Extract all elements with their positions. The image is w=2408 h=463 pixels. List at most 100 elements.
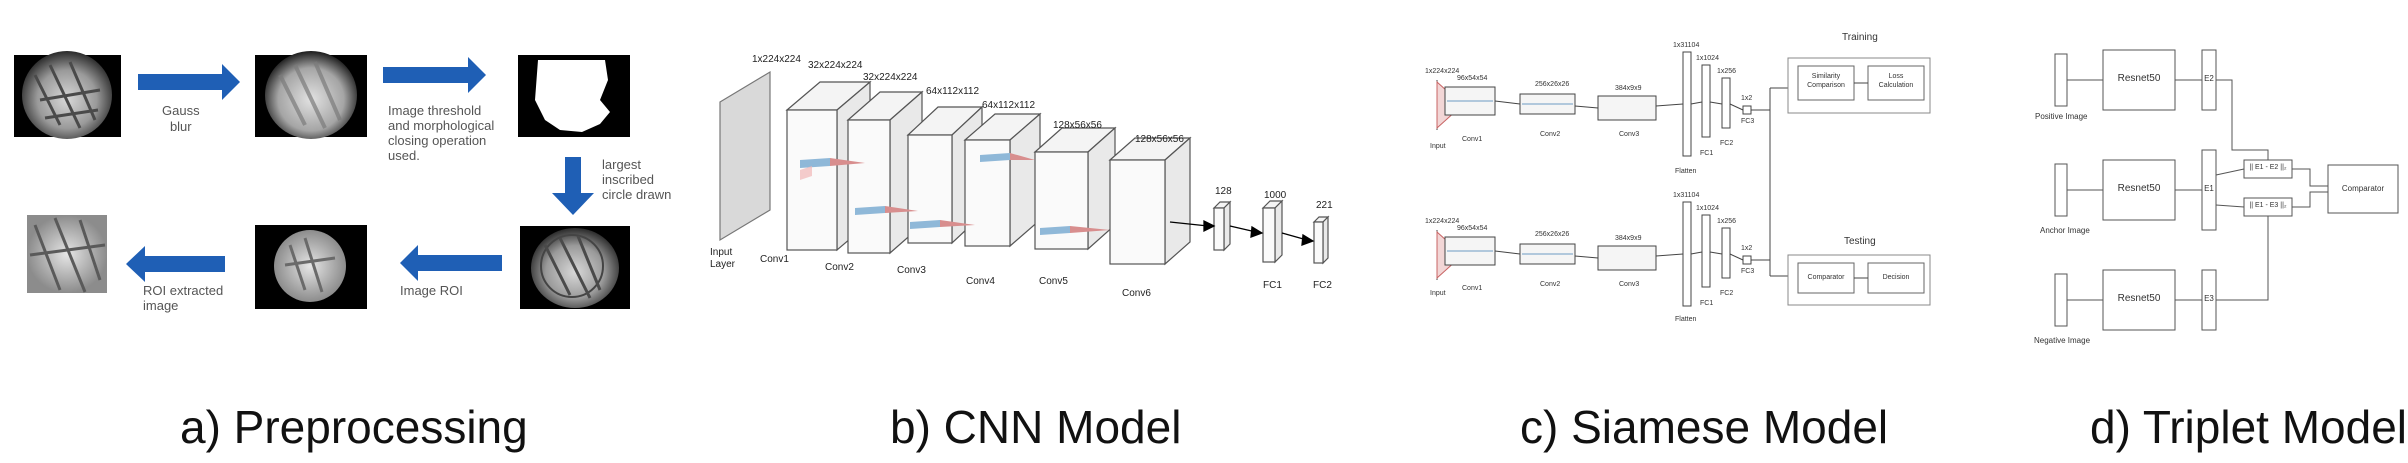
resnet-anchor: Resnet50 (2117, 183, 2161, 194)
e1-label: E1 (2204, 184, 2214, 193)
top-conv2-size: 256x26x26 (1535, 81, 1570, 88)
dist12-label: || E1 - E2 ||₂ (2249, 164, 2287, 171)
gauss-blur-label: Gauss blur (162, 103, 200, 134)
blurred-palm-image (255, 51, 367, 139)
size-conv1: 32x224x224 (808, 60, 863, 71)
bottom-fc3-size: 1x2 (1741, 245, 1753, 252)
conv4-box (963, 112, 1042, 248)
circle-drawn-label: largest inscribed circle drawn (602, 157, 672, 202)
roi-extracted-label: ROI extracted image (143, 283, 224, 313)
triplet-wires (2215, 79, 2328, 301)
bottom-flatten-size: 1x31104 (1673, 192, 1700, 199)
size-input: 1x224x224 (752, 54, 801, 65)
e3-label: E3 (2204, 294, 2214, 303)
cnn-graphics (719, 70, 1330, 266)
caption-triplet-model: d) Triplet Model (2090, 401, 2408, 453)
original-palm-image (14, 51, 121, 139)
top-conv3: Conv3 (1619, 131, 1640, 138)
triplet-model-panel: Positive Image Anchor Image Negative Ima… (2010, 0, 2408, 463)
top-fc3: FC3 (1741, 118, 1755, 125)
siamese-graphics (1436, 51, 1931, 307)
bottom-conv2: Conv2 (1540, 281, 1561, 288)
dist13-label: || E1 - E3 ||₂ (2249, 202, 2287, 209)
top-conv1-size: 96x54x54 (1457, 75, 1488, 82)
threshold-arrow (383, 57, 486, 93)
extracted-roi-image (27, 215, 107, 293)
bottom-input-size: 1x224x224 (1425, 218, 1460, 225)
similarity-comparison-label: Similarity Comparison (1807, 73, 1845, 89)
top-fc1-size: 1x1024 (1696, 55, 1719, 62)
top-input-size: 1x224x224 (1425, 68, 1460, 75)
training-box (1787, 57, 1931, 114)
positive-image-label: Positive Image (2035, 112, 2088, 121)
siamese-top-branch (1436, 51, 1752, 157)
resnet-positive: Resnet50 (2117, 73, 2161, 84)
anchor-image-label: Anchor Image (2040, 226, 2090, 235)
top-conv3-size: 384x9x9 (1615, 85, 1642, 92)
triplet-anchor-branch (2054, 149, 2217, 231)
image-roi-arrow (400, 245, 502, 281)
roi-circle-image (255, 225, 367, 309)
fc1-box (1261, 199, 1284, 264)
top-flatten-size: 1x31104 (1673, 42, 1700, 49)
e2-label: E2 (2204, 74, 2214, 83)
caption-preprocessing: a) Preprocessing (180, 401, 528, 453)
top-conv1: Conv1 (1462, 136, 1483, 143)
bottom-fc3: FC3 (1741, 268, 1755, 275)
bottom-input: Input (1430, 290, 1446, 297)
bottom-conv1: Conv1 (1462, 285, 1483, 292)
label-conv6: Conv6 (1122, 288, 1151, 299)
roi-extracted-arrow (126, 246, 225, 282)
circle-drawn-image (520, 226, 630, 309)
preprocessing-panel: Gauss blur Image threshold and morpholog… (0, 0, 690, 463)
binary-mask-image (518, 55, 630, 137)
training-title: Training (1842, 32, 1878, 43)
negative-image-label: Negative Image (2034, 336, 2091, 345)
bottom-fc1-size: 1x1024 (1696, 205, 1719, 212)
input-layer-plane (719, 70, 771, 242)
preprocessing-graphics (14, 51, 630, 309)
label-conv2: Conv2 (825, 262, 854, 273)
size-fc1: 1000 (1264, 190, 1287, 201)
label-conv4: Conv4 (966, 276, 995, 287)
top-fc2-size: 1x256 (1717, 68, 1737, 75)
fc128-box (1212, 200, 1232, 252)
siamese-bottom-branch (1436, 201, 1752, 307)
top-flatten: Flatten (1675, 168, 1697, 175)
triplet-negative-branch (2054, 269, 2217, 331)
conv6-box (1108, 136, 1192, 266)
size-conv2: 32x224x224 (863, 72, 918, 83)
top-fc3-size: 1x2 (1741, 95, 1753, 102)
bottom-conv2-size: 256x26x26 (1535, 231, 1570, 238)
top-fc1: FC1 (1700, 150, 1714, 157)
threshold-label: Image threshold and morphological closin… (388, 103, 495, 163)
cnn-model-panel: 1x224x224 32x224x224 32x224x224 64x112x1… (690, 0, 1340, 463)
bottom-conv3: Conv3 (1619, 281, 1640, 288)
bottom-fc2: FC2 (1720, 290, 1734, 297)
bottom-fc1: FC1 (1700, 300, 1714, 307)
bottom-conv3-size: 384x9x9 (1615, 235, 1642, 242)
label-fc2: FC2 (1313, 280, 1332, 291)
comparator-label: Comparator (1807, 274, 1845, 281)
size-fc128: 128 (1215, 186, 1232, 197)
fc2-box (1312, 215, 1330, 265)
siamese-connectors (1751, 87, 1788, 277)
top-input: Input (1430, 143, 1446, 150)
size-conv3: 64x112x112 (926, 86, 980, 97)
fc-arrows (1169, 219, 1315, 246)
triplet-graphics (2054, 49, 2399, 331)
decision-label: Decision (1882, 274, 1910, 281)
label-conv3: Conv3 (897, 265, 926, 276)
triplet-positive-branch (2054, 49, 2217, 111)
top-conv2: Conv2 (1540, 131, 1561, 138)
image-roi-label: Image ROI (400, 283, 463, 298)
bottom-fc2-size: 1x256 (1717, 218, 1737, 225)
bottom-flatten: Flatten (1675, 316, 1697, 323)
caption-cnn-model: b) CNN Model (890, 401, 1182, 453)
triplet-comparator-box (2327, 164, 2399, 214)
top-fc2: FC2 (1720, 140, 1734, 147)
conv-kernels (800, 153, 1110, 235)
label-conv1: Conv1 (760, 254, 789, 265)
size-fc2: 221 (1316, 200, 1333, 211)
testing-title: Testing (1844, 236, 1876, 247)
